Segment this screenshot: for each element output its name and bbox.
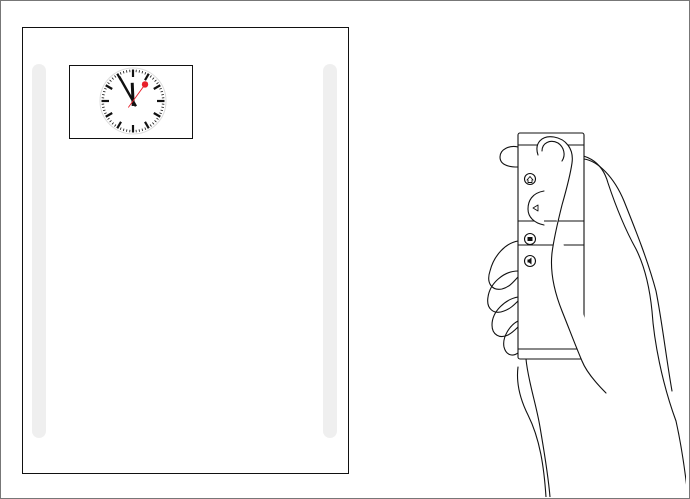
hand-holding-remote <box>466 121 686 497</box>
display-screen <box>22 27 349 474</box>
finger-3 <box>492 297 518 337</box>
analog-clock <box>70 66 192 138</box>
volume-button[interactable] <box>525 256 536 267</box>
hand-wrist-line <box>517 367 546 497</box>
clock-minute-tick <box>139 70 140 72</box>
finger-1 <box>489 241 518 289</box>
clock-minute-tick <box>126 129 127 131</box>
home-button[interactable] <box>525 174 536 185</box>
index-finger <box>500 146 518 167</box>
clock-minute-tick <box>102 94 104 95</box>
stop-icon <box>528 237 533 241</box>
clock-minute-tick <box>139 129 140 131</box>
stop-button[interactable] <box>525 234 536 245</box>
finger-2 <box>488 271 518 312</box>
finger-4 <box>504 321 518 355</box>
clock-minute-tick <box>161 107 163 108</box>
left-scroll-track[interactable] <box>32 64 46 438</box>
clock-second-hand-dot <box>142 81 148 87</box>
clock-minute-tick <box>126 70 127 72</box>
hand-outline-right <box>584 159 672 391</box>
clock-minute-tick <box>161 94 163 95</box>
clock-minute-tick <box>102 107 104 108</box>
clock-widget[interactable] <box>69 65 193 139</box>
right-scroll-track[interactable] <box>323 64 337 438</box>
hand-outline-lower <box>526 359 550 497</box>
